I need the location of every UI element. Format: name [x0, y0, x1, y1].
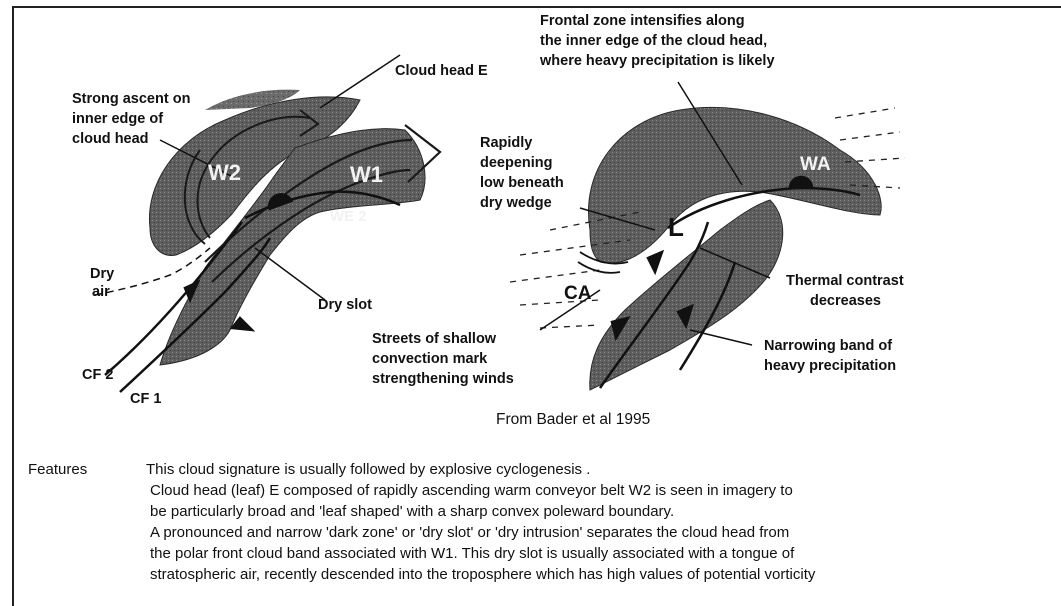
- features-line-6: stratospheric air, recently descended in…: [146, 564, 1058, 585]
- dry-slot-label: Dry slot: [318, 296, 372, 314]
- strong-ascent-line2: inner edge of: [72, 110, 163, 128]
- w1-label: W1: [350, 162, 383, 188]
- features-line-1: This cloud signature is usually followed…: [146, 459, 1058, 480]
- narrowing-line2: heavy precipitation: [764, 357, 896, 375]
- features-line-4: A pronounced and narrow 'dark zone' or '…: [146, 522, 1058, 543]
- low-pressure-label: L: [668, 212, 684, 243]
- cf1-label: CF 1: [130, 390, 161, 408]
- w2-label: W2: [208, 160, 241, 186]
- ca-label: CA: [564, 283, 591, 305]
- streets-line3: strengthening winds: [372, 370, 514, 388]
- narrowing-line1: Narrowing band of: [764, 337, 892, 355]
- strong-ascent-line3: cloud head: [72, 130, 149, 148]
- strong-ascent-line1: Strong ascent on: [72, 90, 190, 108]
- source-citation: From Bader et al 1995: [496, 411, 650, 429]
- features-heading: Features: [28, 459, 87, 480]
- features-line-5: the polar front cloud band associated wi…: [146, 543, 1058, 564]
- dry-air-line2: air: [92, 283, 110, 301]
- frontal-zone-line1: Frontal zone intensifies along: [540, 12, 745, 30]
- rapidly-deepening-line3: low beneath: [480, 174, 564, 192]
- rapidly-deepening-line2: deepening: [480, 154, 553, 172]
- wa-label: WA: [800, 154, 831, 176]
- dry-air-line1: Dry: [90, 265, 114, 283]
- thermal-contrast-line1: Thermal contrast: [786, 272, 904, 290]
- streets-line2: convection mark: [372, 350, 487, 368]
- frontal-zone-line2: the inner edge of the cloud head,: [540, 32, 767, 50]
- frontal-zone-line3: where heavy precipitation is likely: [540, 52, 775, 70]
- thermal-contrast-line2: decreases: [810, 292, 881, 310]
- streets-line1: Streets of shallow: [372, 330, 496, 348]
- we2-label: WE 2: [330, 208, 367, 225]
- features-line-2: Cloud head (leaf) E composed of rapidly …: [146, 480, 1058, 501]
- features-text: This cloud signature is usually followed…: [146, 459, 1058, 585]
- features-line-3: be particularly broad and 'leaf shaped' …: [146, 501, 1058, 522]
- cf2-label: CF 2: [82, 366, 113, 384]
- rapidly-deepening-line4: dry wedge: [480, 194, 552, 212]
- cloud-head-e-label: Cloud head E: [395, 62, 488, 80]
- rapidly-deepening-line1: Rapidly: [480, 134, 532, 152]
